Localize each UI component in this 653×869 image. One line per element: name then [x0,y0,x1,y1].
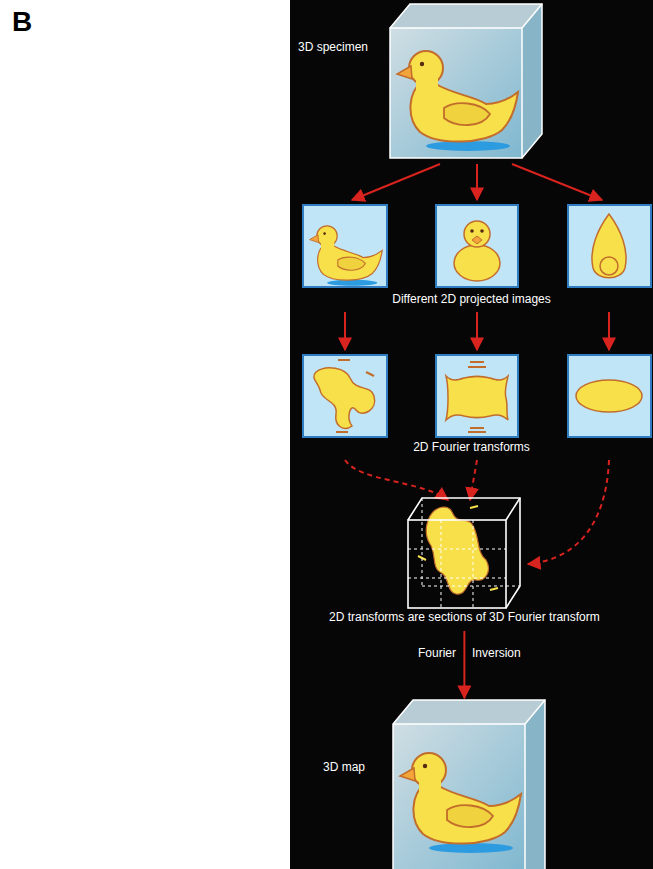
step-label: Different 2D projected images [290,292,653,307]
step-label: Inversion [472,646,521,661]
step-label: 2D Fourier transforms [290,440,653,455]
transform-arrows [345,312,609,350]
fourier-cube [408,498,520,608]
fourier-transform-images [303,355,651,437]
step-label: Fourier [418,646,456,661]
projection-arrows [352,164,602,200]
specimen-cube-node: 3D specimen [390,4,542,160]
fourier-cube-node: 2D transforms are sections of 3D Fourier… [329,496,600,629]
node-label: 2D transforms are sections of 3D Fourier… [329,610,600,625]
cube-spacer [408,496,520,610]
panel-letter: B [12,6,32,38]
inversion-arrow [463,631,465,698]
node-label: 3D map [323,760,365,775]
map-cube [393,700,545,869]
map-cube-node: 3D map [393,700,545,869]
specimen-cube [390,4,542,158]
projection-images [303,205,651,287]
node-label: 3D specimen [298,40,368,55]
